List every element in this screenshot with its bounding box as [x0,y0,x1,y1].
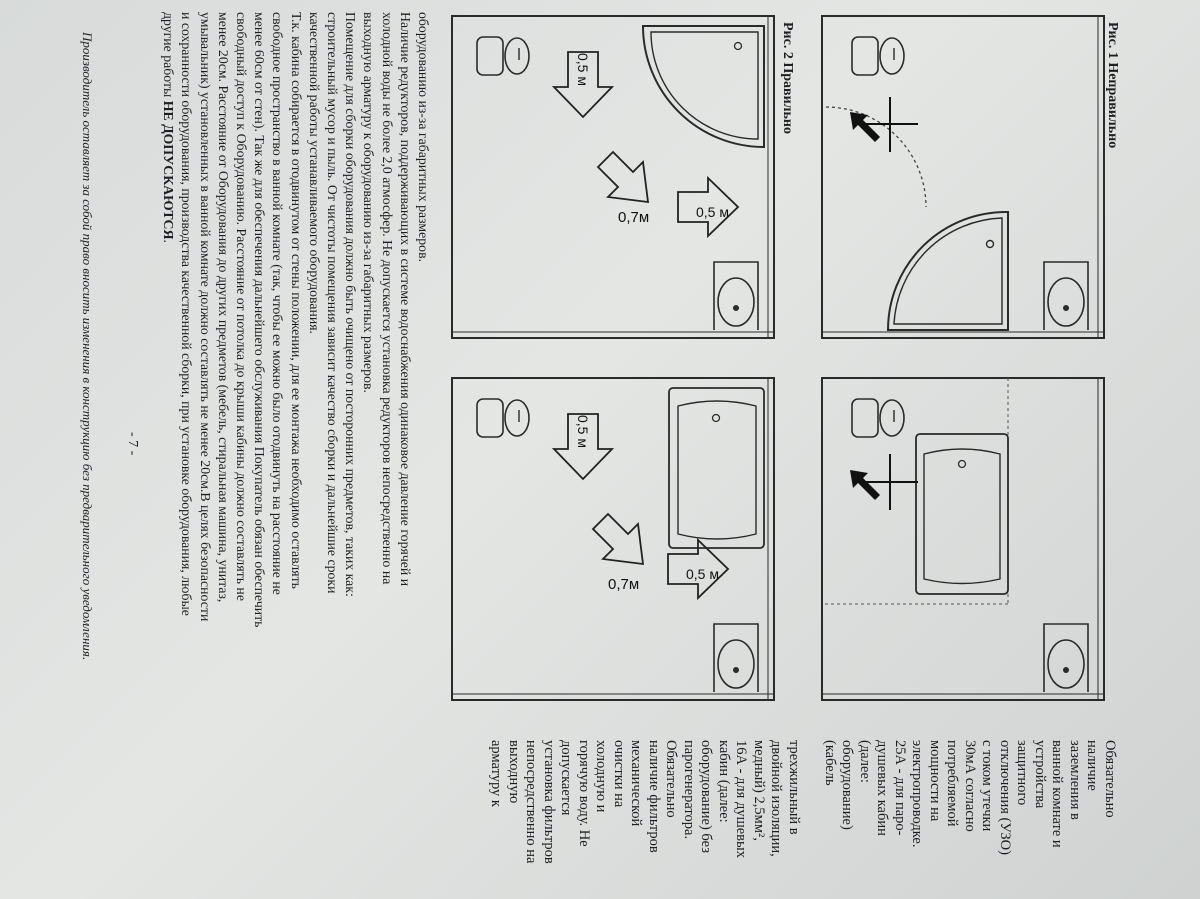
body-line: свободный доступ к Оборудованию. Расстоя… [233,12,249,601]
body-line: Т.к. кабина собирается в отодвинутом от … [288,12,304,589]
side-line: установка фильтров [541,740,557,864]
side-line: мощности на [927,740,943,822]
body-line: Наличие редукторов, поддерживающих в сис… [397,12,413,587]
body-line: строительный мусор и пыль. От чистоты по… [324,12,340,594]
side-line: трехжильный в [786,740,802,835]
side-line: устройства [1032,740,1048,809]
side-line: холодную и [593,740,610,813]
fig2a-dist-label-diagonal: 0,7м [618,209,649,226]
fig2b-dist-label-vertical: 0,5 м [686,566,719,582]
fig1-bath-diagram [821,377,1105,701]
side-line: заземления в [1067,740,1083,820]
body-line: Помещение для сборки оборудования должно… [343,12,359,597]
side-line: Обязательно [1102,740,1118,818]
side-line: душевых кабин [874,740,891,836]
page-number: - 7 - [125,432,140,456]
fig2b-dist-label: 0,5 м [575,415,591,448]
not-allowed-warning: НЕ ДОПУСКАЮТСЯ [161,100,177,240]
manual-page: Рис. 1 Неправильно [35,2,1140,897]
body-text-fragment: . [161,239,177,243]
side-line: двойной изоляции, [768,740,785,857]
side-line: арматуру к [488,740,505,807]
body-text-fragment: другие работы [161,12,177,101]
side-line: допускается [558,740,575,816]
side-line: (кабель [822,740,838,786]
side-line: парогенератора. [681,740,697,840]
body-line: менее 60см от стен). Так же для обеспече… [252,12,268,628]
fig1-corner-diagram [821,15,1105,339]
body-text: оборудованию из-за габаритных размеров. … [159,12,432,874]
side-line: Обязательно [663,740,680,818]
fig2b-dist-label-diagonal: 0,7м [608,576,639,593]
side-line: защитного [1014,740,1031,806]
side-line: потребляемой [944,740,961,827]
fig2-bath-diagram: 0,5 м 0,5 м 0,7м [451,377,775,701]
side-line: оборудование) [839,740,856,830]
side-line: выходную [506,740,522,804]
body-line: холодной воды не более 2,0 атмосфер. Не … [379,12,395,585]
side-requirements-text: Обязательно наличие заземления в ванной … [821,740,1118,895]
body-line: качественной работы устанавливаемого обо… [306,12,322,335]
side-line: оборудование) без [698,740,715,853]
body-line-last: другие работы НЕ ДОПУСКАЮТСЯ. [159,12,177,874]
side-line: кабин (далее: [716,740,732,823]
side-line: горячую воду. Не [576,740,592,847]
side-line: с током утечки [979,740,996,832]
body-line: выходную арматуру к оборудованию из-за г… [361,12,377,393]
side-line: очистки на [611,740,627,808]
side-line: отключения (УЗО) [997,740,1013,855]
fig2-title: Рис. 2 Правильно [780,22,795,134]
side-line: 16А - для душевых [733,740,750,859]
side-line: 30мА согласно [962,740,978,832]
side-line: 25А - для паро- [892,740,908,836]
side-line: электропроводке. [909,740,926,848]
side-requirements-text-2: трехжильный в двойной изоляции, медный) … [487,740,803,899]
fig2-corner-diagram: 0,5 м 0,5 м 0,7м [451,15,775,339]
fig2a-dist-label: 0,5 м [575,53,591,86]
side-line: непосредственно на [523,740,540,864]
side-line: наличие фильтров [646,740,662,853]
side-line: механической [628,740,645,827]
body-line: свободное пространство в ванной комнате … [270,12,286,595]
footer-disclaimer: Производитель оставляет за собой право в… [80,32,95,661]
side-line: наличие [1084,740,1101,791]
body-line: умывальник) установленных в ванной комна… [197,12,213,622]
body-line: и сохранности оборудования, производства… [179,12,195,616]
body-line: оборудованию из-за габаритных размеров. [416,12,431,263]
side-line: ванной комнате и [1049,740,1066,848]
fig2a-dist-label-vertical: 0,5 м [696,204,729,220]
side-line: (далее: [857,740,873,783]
body-line: менее 20см. Расстояние от Оборудования д… [215,12,231,603]
side-line: медный) 2,5мм², [751,740,767,841]
